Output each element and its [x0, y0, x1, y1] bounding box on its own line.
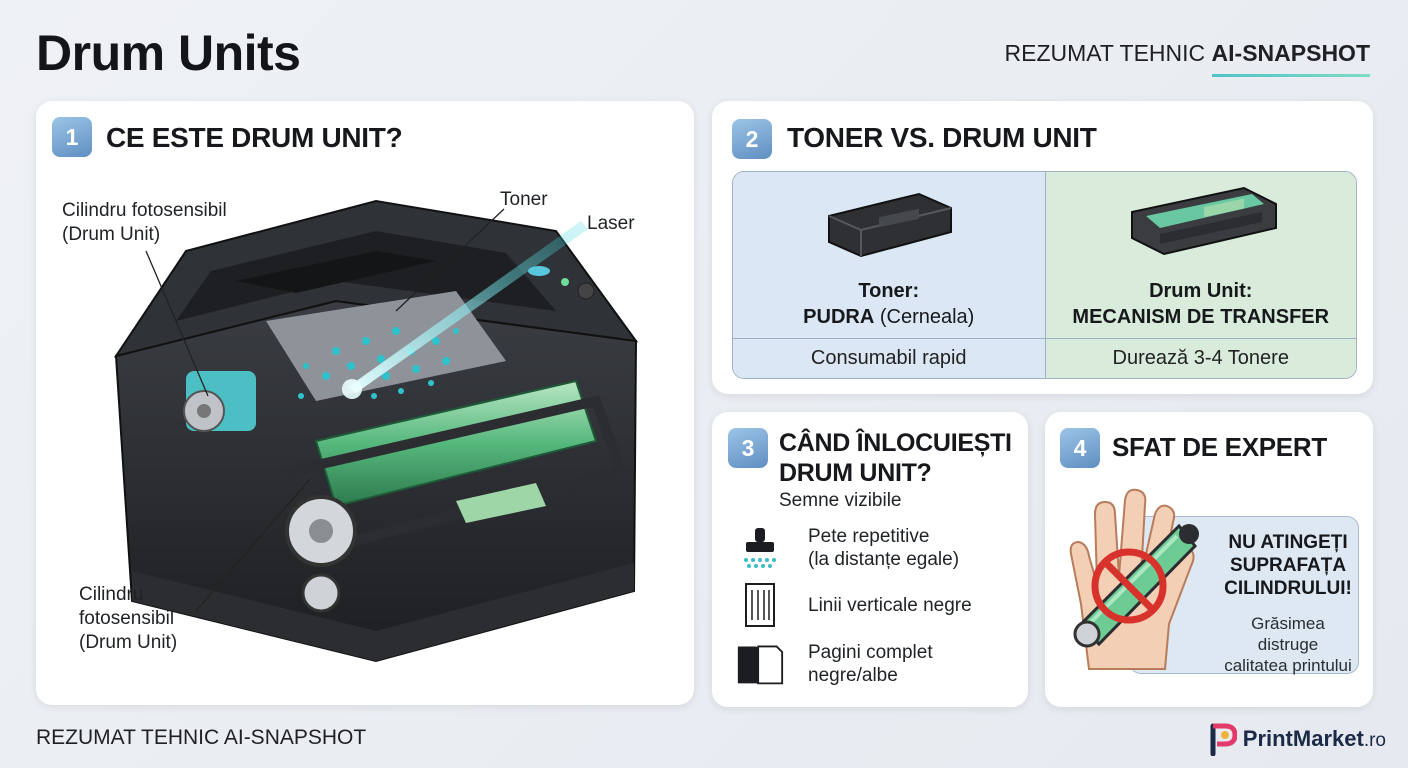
header-tagline-plain: REZUMAT TEHNIC: [1004, 40, 1212, 66]
footer-text: REZUMAT TEHNIC AI-SNAPSHOT: [36, 726, 367, 749]
header-tagline-bold: AI-SNAPSHOT: [1211, 40, 1370, 66]
warning-text: NU ATINGEȚI SUPRAFAȚA CILINDRULUI!: [1224, 532, 1352, 599]
black-white-pages-icon: [736, 640, 784, 688]
brand-logo[interactable]: PrintMarket.ro: [1209, 722, 1386, 756]
drum-life: Durează 3-4 Tonere: [1044, 338, 1356, 378]
stamp-icon: [736, 524, 784, 572]
label-cylinder-bottom: Cilindru fotosensibil (Drum Unit): [79, 584, 178, 653]
prohibition-icon: [1091, 548, 1167, 624]
header-underline: [1212, 74, 1370, 77]
sign-black-white-pages: Pagini complet negre/albe: [736, 640, 933, 688]
brand-tld: .ro: [1363, 730, 1386, 751]
card-when-to-replace: 3 CÂND ÎNLOCUIEȘTI DRUM UNIT? Semne vizi…: [712, 412, 1028, 707]
hand-holding-drum-illustration: [1069, 488, 1199, 670]
brand-name: PrintMarket: [1242, 726, 1364, 751]
toner-name: Toner: PUDRA (Cerneala): [803, 280, 975, 328]
label-toner: Toner: [500, 189, 548, 210]
toner-panel: Toner: PUDRA (Cerneala): [733, 172, 1045, 338]
section-title-2: TONER VS. DRUM UNIT: [787, 122, 1097, 153]
drum-name: Drum Unit: MECANISM DE TRANSFER: [1072, 280, 1330, 328]
section-number-3: 3: [728, 428, 768, 468]
toner-life: Consumabil rapid: [733, 338, 1045, 378]
warning-note: Grăsimea distruge calitatea printului: [1224, 614, 1352, 675]
section-subtitle-3: Semne vizibile: [779, 490, 902, 511]
label-laser: Laser: [587, 213, 635, 234]
section-number-1: 1: [52, 117, 92, 157]
section-title-3: CÂND ÎNLOCUIEȘTI DRUM UNIT?: [779, 429, 1012, 487]
drum-panel: Drum Unit: MECANISM DE TRANSFER: [1044, 172, 1356, 338]
control-button-teal: [528, 266, 550, 276]
striped-page-icon: [736, 581, 784, 629]
card-what-is-drum-unit: 1 CE ESTE DRUM UNIT?: [36, 101, 694, 705]
sign-vertical-lines: Linii verticale negre: [736, 581, 972, 629]
section-number-4: 4: [1060, 428, 1100, 468]
section-number-2: 2: [732, 119, 772, 159]
comparison-table: Toner: PUDRA (Cerneala) Drum Unit: MECAN…: [732, 171, 1357, 379]
printmarket-logo-icon: [1210, 723, 1237, 756]
toner-cartridge-icon: [828, 192, 952, 258]
section-title-1: CE ESTE DRUM UNIT?: [106, 122, 403, 153]
drum-unit-icon: [1130, 186, 1277, 256]
control-button-round: [577, 282, 595, 300]
section-title-4: SFAT DE EXPERT: [1112, 432, 1327, 462]
printer-illustration: [113, 199, 639, 663]
page-title: Drum Units: [36, 25, 301, 81]
card-toner-vs-drum: 2 TONER VS. DRUM UNIT Toner: PUDRA (Cern…: [712, 101, 1373, 394]
sign-repetitive-spots: Pete repetitive (la distanțe egale): [736, 524, 959, 572]
header-tagline: REZUMAT TEHNIC AI-SNAPSHOT: [1004, 40, 1370, 77]
card-expert-tip: 4 SFAT DE EXPERT NU ATINGEȚI SUPRAFAȚA C…: [1045, 412, 1373, 707]
control-led-green: [561, 278, 569, 286]
label-cylinder-top: Cilindru fotosensibil (Drum Unit): [62, 200, 227, 245]
laser-beam: [348, 221, 588, 393]
